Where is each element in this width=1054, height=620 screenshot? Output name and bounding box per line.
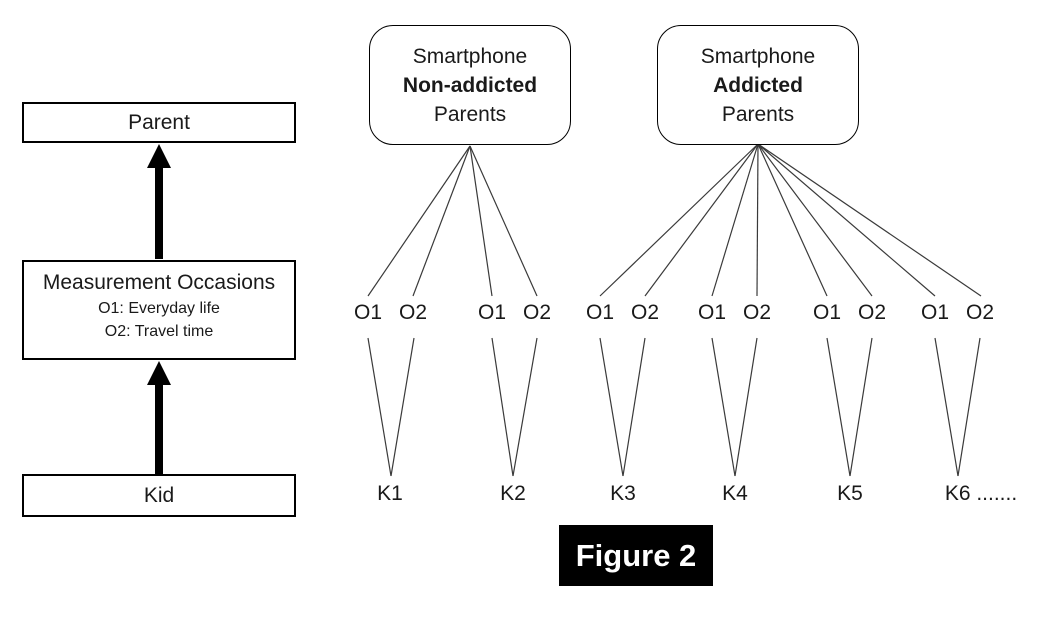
group-line1: Smartphone — [700, 44, 816, 68]
parent-box-label: Parent — [128, 110, 190, 134]
fan-lines-addicted — [599, 143, 982, 297]
occasion1-definition: O1: Everyday life — [98, 300, 220, 317]
occasion-label-o2-k5: O2 — [857, 301, 887, 324]
occasion-label-o1-k3: O1 — [585, 301, 615, 324]
group-line1: Smartphone — [412, 44, 528, 68]
measurement-occasions-title: Measurement Occasions — [42, 271, 276, 294]
kid-box: Kid — [22, 474, 296, 517]
group-box-addicted: Smartphone Addicted Parents — [657, 25, 859, 145]
group-line3: Parents — [721, 102, 795, 126]
kid-label-k6: K6 ....... — [944, 482, 1018, 505]
kid-label-k2: K2 — [500, 482, 526, 505]
fan-lines-non-addicted — [367, 145, 538, 297]
kid-label-k3: K3 — [610, 482, 636, 505]
group-line2: Non-addicted — [402, 73, 538, 97]
occasion-label-o2-k4: O2 — [742, 301, 772, 324]
kid-box-label: Kid — [143, 483, 175, 507]
group-box-non-addicted: Smartphone Non-addicted Parents — [369, 25, 571, 145]
occasion-label-o2-k3: O2 — [630, 301, 660, 324]
group-line2: Addicted — [713, 73, 803, 97]
kid-label-k1: K1 — [377, 482, 403, 505]
occasion-to-kid-lines — [367, 337, 981, 477]
occasion-label-o1-k4: O1 — [697, 301, 727, 324]
occasion-label-o2-k6: O2 — [965, 301, 995, 324]
occasion2-definition: O2: Travel time — [104, 323, 214, 340]
occasion-label-o1-k6: O1 — [920, 301, 950, 324]
parent-box: Parent — [22, 102, 296, 143]
kid-label-k4: K4 — [722, 482, 748, 505]
occasion-label-o2-k1: O2 — [398, 301, 428, 324]
kid-to-measurement-arrow — [147, 361, 171, 474]
occasion-label-o2-k2: O2 — [522, 301, 552, 324]
occasion-label-o1-k2: O1 — [477, 301, 507, 324]
measurement-to-parent-arrow — [147, 144, 171, 259]
occasion-label-o1-k1: O1 — [353, 301, 383, 324]
measurement-occasions-box: Measurement Occasions O1: Everyday life … — [22, 260, 296, 360]
kid-label-k5: K5 — [837, 482, 863, 505]
occasion-label-o1-k5: O1 — [812, 301, 842, 324]
group-line3: Parents — [433, 102, 507, 126]
figure-caption: Figure 2 — [559, 525, 713, 586]
figure-caption-text: Figure 2 — [575, 537, 697, 573]
